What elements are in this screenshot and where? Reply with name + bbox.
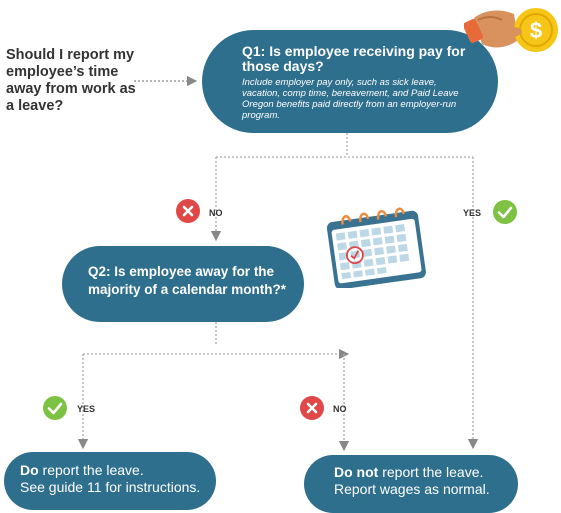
result-report-strong: Do <box>20 462 39 478</box>
x-mark-icon <box>182 205 194 217</box>
q1-yes-label: YES <box>463 208 482 218</box>
q2-yes-label: YES <box>77 404 96 414</box>
calendar-icon <box>326 207 426 288</box>
no-badge <box>300 396 324 420</box>
q1-split-connector <box>216 133 473 158</box>
svg-text:$: $ <box>530 18 542 43</box>
result-no-report-line1: Do not report the leave. <box>334 464 518 481</box>
result-no-report-rest: report the leave. <box>378 464 484 480</box>
result-no-report-strong: Do not <box>334 464 379 480</box>
yes-badge <box>43 396 67 420</box>
q1-note: Include employer pay only, such as sick … <box>242 77 459 121</box>
intro-question: Should I report my employee’s time away … <box>6 47 136 114</box>
q1-title: Q1: Is employee receiving pay for those … <box>242 43 466 74</box>
q2-no-label: NO <box>333 404 347 414</box>
result-report-line1: Do report the leave. <box>20 462 216 479</box>
hand-with-coin-icon: $ <box>464 8 558 52</box>
q2-box: Q2: Is employee away for the majority of… <box>62 246 304 322</box>
q2-title: Q2: Is employee away for the majority of… <box>88 264 287 297</box>
result-report-rest: report the leave. <box>38 462 144 478</box>
yes-badge <box>493 200 517 224</box>
q1-box: Q1: Is employee receiving pay for those … <box>202 30 498 133</box>
checkmark-icon <box>497 206 513 219</box>
q2-split-connector <box>83 322 344 354</box>
result-no-report-box: Do not report the leave. Report wages as… <box>304 455 518 513</box>
no-badge <box>176 199 200 223</box>
checkmark-icon <box>47 402 63 415</box>
result-report-box: Do report the leave. See guide 11 for in… <box>4 452 216 510</box>
q1-no-label: NO <box>209 208 223 218</box>
result-no-report-line2: Report wages as normal. <box>334 481 490 497</box>
x-mark-icon <box>306 402 318 414</box>
result-report-line2: See guide 11 for instructions. <box>20 479 201 495</box>
